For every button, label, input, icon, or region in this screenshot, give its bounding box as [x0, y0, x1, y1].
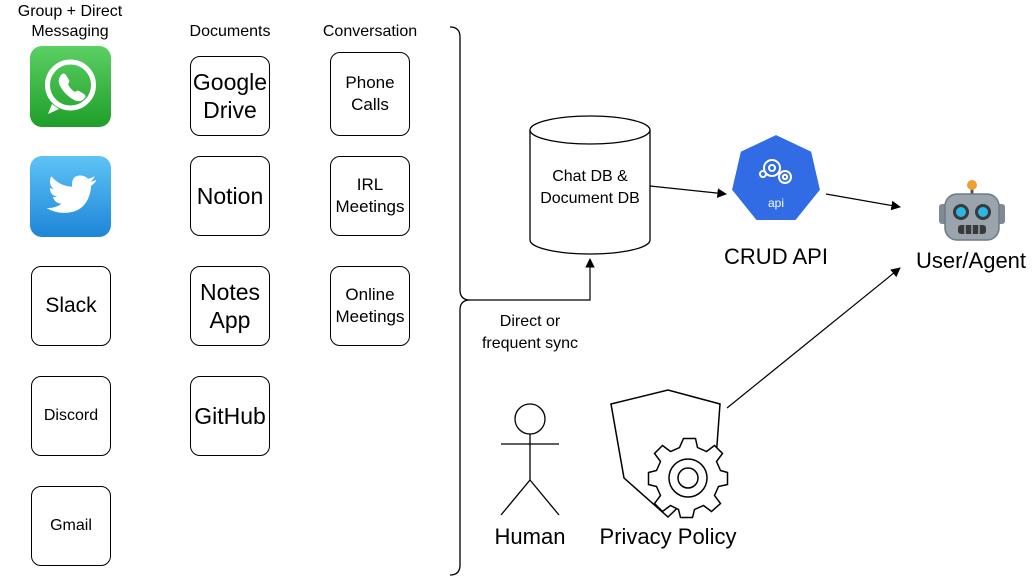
- grouping-bracket: [449, 26, 471, 576]
- human-label: Human: [494, 524, 566, 549]
- sync-arrow: [470, 258, 595, 301]
- header-conversation: Conversation: [322, 23, 418, 40]
- api-badge-label: api: [767, 196, 784, 210]
- google-drive-label: Google Drive: [192, 69, 268, 123]
- robot-icon: [939, 180, 1005, 241]
- gmail-box: Gmail: [31, 486, 111, 566]
- notes-app-label: Notes App: [199, 279, 261, 333]
- api-heptagon-icon: [729, 132, 823, 222]
- phone-calls-box: Phone Calls: [330, 52, 410, 136]
- privacy-shield-gear-icon: [610, 389, 729, 519]
- discord-box: Discord: [31, 376, 111, 456]
- database-cylinder: [529, 115, 651, 255]
- google-drive-box: Google Drive: [190, 56, 270, 136]
- crud-api-label: CRUD API: [724, 244, 828, 269]
- human-stick-figure-icon: [500, 403, 560, 516]
- whatsapp-logo-icon: [30, 46, 111, 127]
- irl-meetings-label: IRL Meetings: [335, 175, 405, 216]
- privacy-policy-label: Privacy Policy: [599, 524, 737, 549]
- db-to-api-arrow: [649, 185, 727, 198]
- api-to-agent-arrow: [825, 193, 901, 211]
- online-meetings-label: Online Meetings: [335, 285, 405, 326]
- github-box: GitHub: [190, 376, 270, 456]
- slack-box: Slack: [31, 266, 111, 346]
- header-documents: Documents: [189, 23, 271, 40]
- sync-label: Direct or frequent sync: [481, 313, 579, 352]
- privacy-to-agent-arrow: [726, 267, 901, 409]
- online-meetings-box: Online Meetings: [330, 266, 410, 346]
- notion-box: Notion: [190, 156, 270, 236]
- irl-meetings-box: IRL Meetings: [330, 156, 410, 236]
- header-messaging: Group + Direct Messaging: [17, 3, 123, 40]
- user-agent-label: User/Agent: [915, 248, 1027, 273]
- twitter-bird-logo-icon: [30, 156, 111, 237]
- database-label: Chat DB & Document DB: [540, 168, 640, 207]
- notes-app-box: Notes App: [190, 266, 270, 346]
- phone-calls-label: Phone Calls: [345, 73, 395, 114]
